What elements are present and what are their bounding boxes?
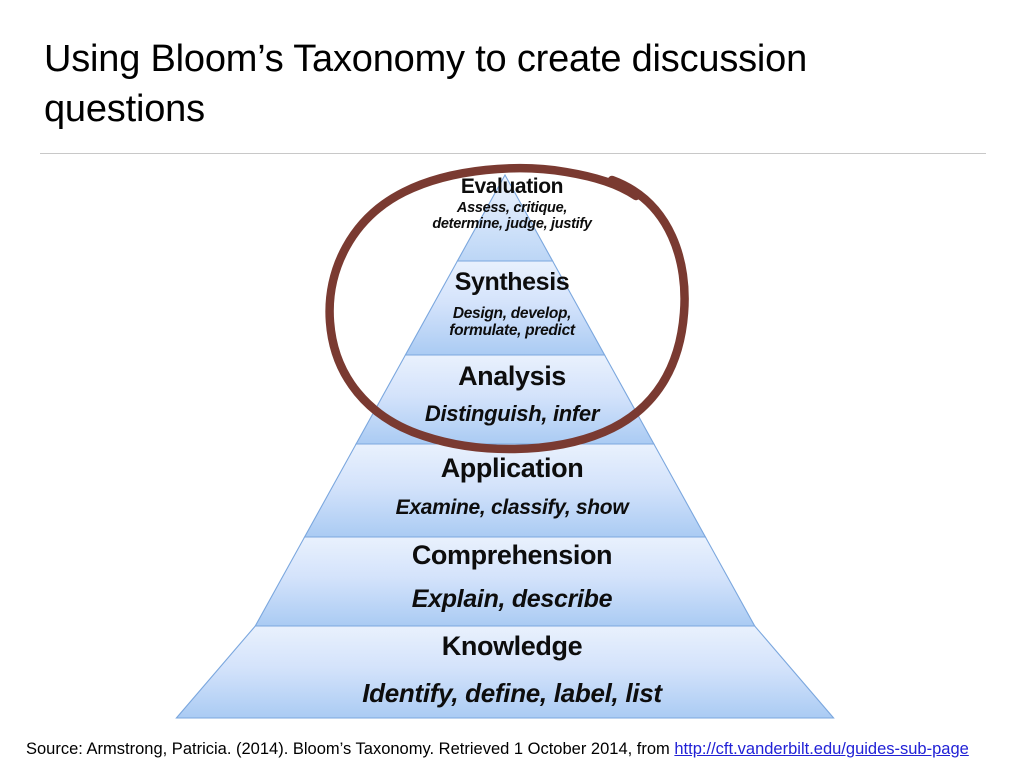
- pyramid-tier-synthesis: [404, 260, 606, 356]
- pyramid-tier-comprehension: [254, 536, 756, 627]
- pyramid-tier-analysis: [355, 354, 655, 445]
- pyramid-graphic: [175, 173, 835, 719]
- page-title: Using Bloom’s Taxonomy to create discuss…: [44, 38, 808, 130]
- source-url-link[interactable]: http://cft.vanderbilt.edu/guides-sub-pag…: [674, 740, 969, 758]
- source-citation-text: Source: Armstrong, Patricia. (2014). Blo…: [26, 740, 675, 758]
- title-divider: [40, 153, 986, 154]
- source-citation: Source: Armstrong, Patricia. (2014). Blo…: [26, 738, 1024, 760]
- title-block: Using Bloom’s Taxonomy to create discuss…: [44, 34, 944, 134]
- pyramid-tier-knowledge: [175, 625, 835, 719]
- pyramid-tier-application: [303, 443, 707, 538]
- blooms-taxonomy-pyramid: Evaluation Assess, critique, determine, …: [0, 160, 1024, 730]
- pyramid-tier-evaluation: [456, 173, 554, 262]
